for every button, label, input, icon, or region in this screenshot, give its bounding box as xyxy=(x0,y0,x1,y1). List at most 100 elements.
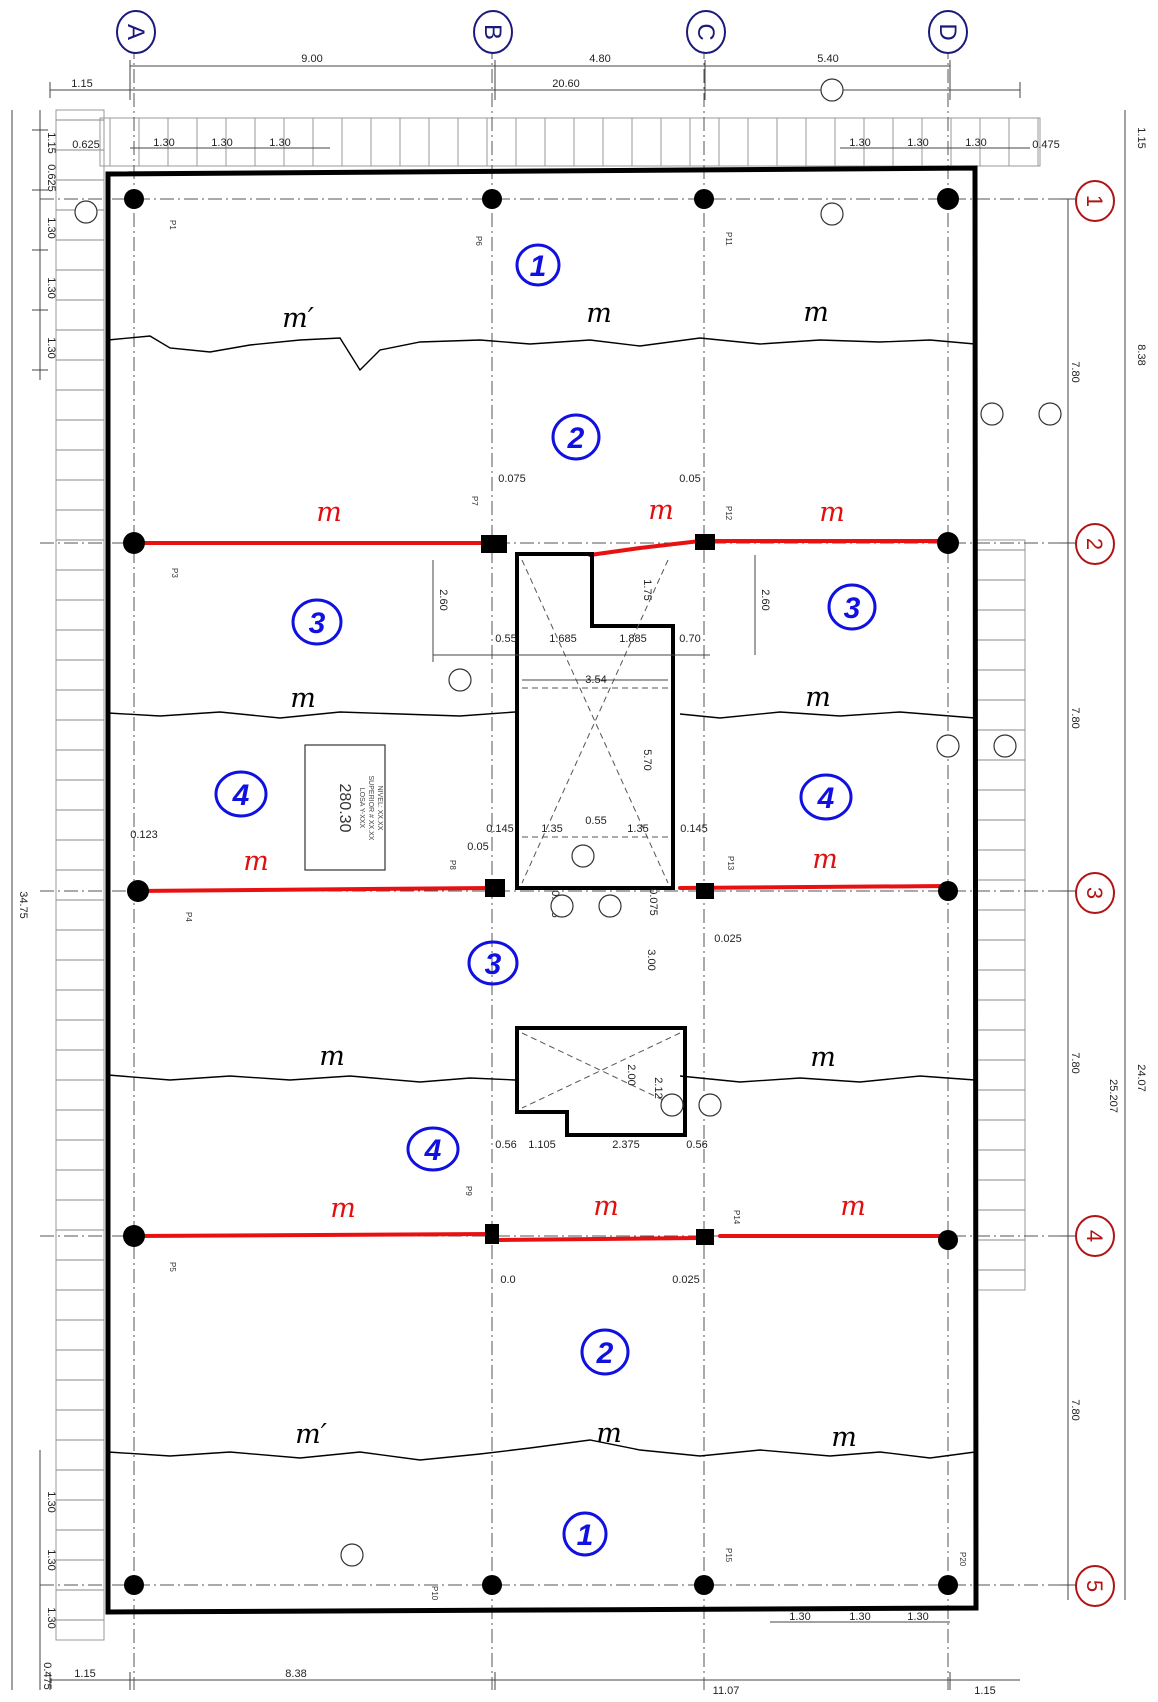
panel-label-4-left: 4 xyxy=(232,779,250,812)
panel-labels xyxy=(214,243,877,1557)
moment-label-black: m xyxy=(290,683,316,714)
grid-letter-A: A xyxy=(122,24,149,40)
core-dim-h2: 5.70 xyxy=(641,749,653,770)
dim-left-total: 34.75 xyxy=(17,891,29,919)
moment-label-black: m xyxy=(596,1418,622,1449)
moment-label-red: m xyxy=(243,846,269,877)
core-dim-edge-l: 0.145 xyxy=(486,823,514,835)
dim-left-step-3: 1.30 xyxy=(45,337,57,358)
grid-number-1: 1 xyxy=(1082,195,1107,207)
column-b5 xyxy=(482,1575,502,1595)
dim-bc: 4.80 xyxy=(589,53,610,65)
column-tag-p8: P8 xyxy=(448,860,457,870)
dim-offset-right: 0.475 xyxy=(1032,139,1060,151)
dim-small-6: 1.30 xyxy=(965,137,986,149)
dim-small-5: 1.30 xyxy=(907,137,928,149)
moment-label-red: m xyxy=(819,497,845,528)
moment-label-red: m xyxy=(316,497,342,528)
column-d4 xyxy=(938,1230,958,1250)
section-marker-icon xyxy=(74,200,98,224)
core-dim-w-top: 1.685 xyxy=(549,633,577,645)
dim-cd: 5.40 xyxy=(817,53,838,65)
dim-left-margin: 1.15 xyxy=(71,78,92,90)
dim-small-2: 1.30 xyxy=(211,137,232,149)
panel-label-4-right: 4 xyxy=(817,782,835,815)
core-dim-w-top2: 1.885 xyxy=(619,633,647,645)
grid-letter-D: D xyxy=(934,23,961,40)
dim-bottom-small-3: 1.30 xyxy=(907,1611,928,1623)
lower-core-dim-e3: 0.025 xyxy=(672,1274,700,1286)
dim-bottom-corner: 0.475 xyxy=(41,1662,53,1690)
lower-core-dim-h: 2.00 xyxy=(625,1064,637,1085)
moment-label-red: m xyxy=(812,844,838,875)
lower-core-dim-e1: 0.56 xyxy=(495,1139,516,1151)
column-d2 xyxy=(937,532,959,554)
core-dim-gap2: 0.05 xyxy=(679,473,700,485)
column-tag-p1: P1 xyxy=(168,220,177,230)
grid-number-5: 5 xyxy=(1082,1580,1107,1592)
column-a3 xyxy=(127,880,149,902)
grid-bubble-5: 5 xyxy=(1075,1565,1115,1607)
slab-outline xyxy=(105,165,979,1615)
column-c5 xyxy=(694,1575,714,1595)
section-marker-icon xyxy=(598,894,622,918)
column-tag-p13: P13 xyxy=(726,856,735,871)
grid-bubble-C: C xyxy=(686,10,726,54)
grid-bubble-D: D xyxy=(928,10,968,54)
moment-label-red: m xyxy=(648,495,674,526)
column-tag-p15: P15 xyxy=(724,1548,733,1563)
dim-bottom-small-1: 1.30 xyxy=(789,1611,810,1623)
column-tag-p4: P4 xyxy=(184,912,193,922)
core-dim-gap3: 0.05 xyxy=(467,841,488,853)
lower-core-dim-w2: 2.375 xyxy=(612,1139,640,1151)
grid-number-2: 2 xyxy=(1082,538,1107,550)
dim-bottom-small-2: 1.30 xyxy=(849,1611,870,1623)
slab-stamp-title: 280.30 xyxy=(336,784,353,833)
column-tag-p5: P5 xyxy=(168,1262,177,1272)
slab-stamp-line-1: LOSA Y-XXX xyxy=(358,788,365,829)
grid-letter-B: B xyxy=(479,24,506,40)
dim-left-top-b: 0.625 xyxy=(45,164,57,192)
left-dimension-lines xyxy=(11,110,48,1690)
lower-core-dim-w1: 1.105 xyxy=(528,1139,556,1151)
grid-number-3: 3 xyxy=(1082,887,1107,899)
dim-small-3: 1.30 xyxy=(269,137,290,149)
core-dim-h1: 1.75 xyxy=(641,579,653,600)
grid-bubble-3: 3 xyxy=(1075,872,1115,914)
core-dim-h-left: 2.60 xyxy=(437,589,449,610)
section-marker-icon xyxy=(1038,402,1062,426)
moment-label-black: m′ xyxy=(282,303,314,334)
column-b2 xyxy=(481,535,507,553)
column-tag-p12: P12 xyxy=(724,506,733,521)
top-dimension-lines xyxy=(49,60,1030,149)
dim-total: 20.60 xyxy=(552,78,580,90)
column-tag-p6: P6 xyxy=(474,236,483,246)
grid-bubble-2: 2 xyxy=(1075,523,1115,565)
moment-label-red: m xyxy=(593,1191,619,1222)
section-marker-icon xyxy=(660,1093,684,1117)
dim-span-23: 7.80 xyxy=(1069,707,1081,728)
column-tags: P1 P6 P11 P7 P12 P3 P8 P13 P4 P9 P14 P5 … xyxy=(168,220,967,1601)
column-a1 xyxy=(124,189,144,209)
moment-label-black: m xyxy=(319,1041,345,1072)
dim-left-bottom-step-1: 1.30 xyxy=(45,1491,57,1512)
grid-number-4: 4 xyxy=(1082,1230,1107,1242)
dim-span-45: 7.80 xyxy=(1069,1399,1081,1420)
dim-span-34: 7.80 xyxy=(1069,1052,1081,1073)
core-dim-h-right: 2.60 xyxy=(759,589,771,610)
section-marker-icon xyxy=(550,894,574,918)
section-marker-icon xyxy=(571,844,595,868)
facade-hatch-left xyxy=(55,109,105,1641)
moment-label-black: m xyxy=(803,297,829,328)
core-dim-d1: 0.025 xyxy=(714,933,742,945)
panel-label-1-bottom: 1 xyxy=(577,1519,594,1552)
section-marker-icon xyxy=(936,734,960,758)
dim-span-12: 7.80 xyxy=(1069,361,1081,382)
column-b1 xyxy=(482,189,502,209)
core-dim-right-off: 0.70 xyxy=(679,633,700,645)
panel-label-4-center: 4 xyxy=(424,1134,442,1167)
column-a2 xyxy=(123,532,145,554)
dim-small-4: 1.30 xyxy=(849,137,870,149)
core-dim-gap: 0.075 xyxy=(498,473,526,485)
